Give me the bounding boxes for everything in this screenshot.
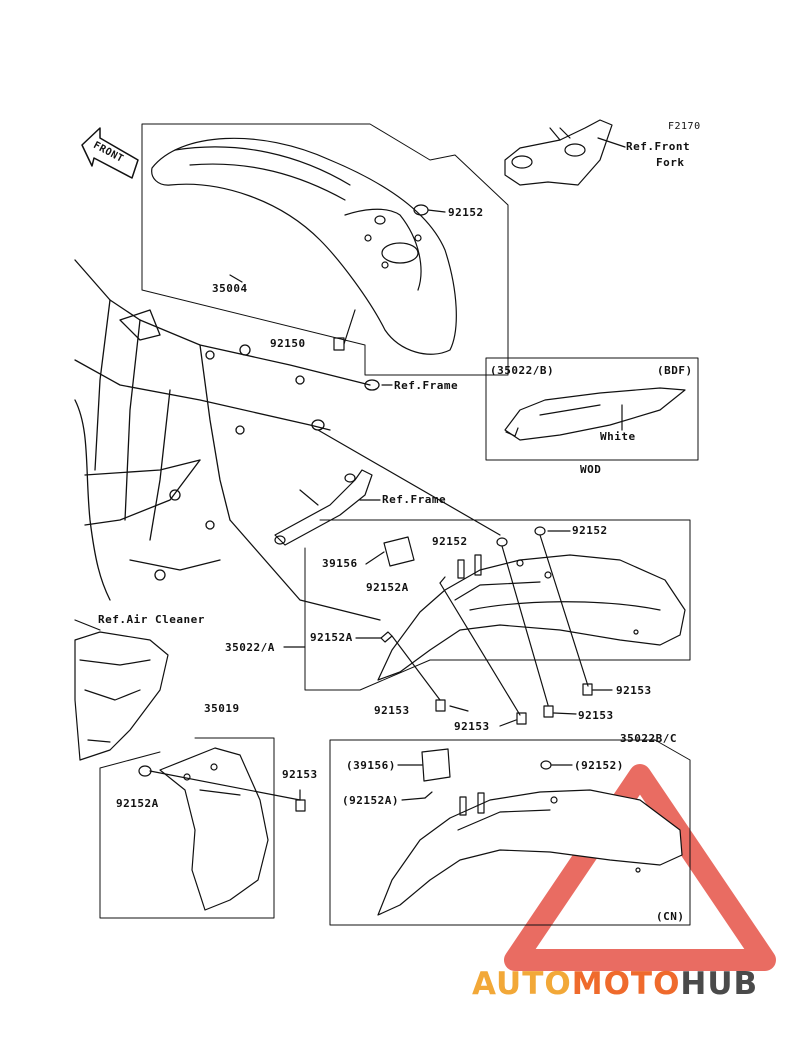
label-inset-bdf: (BDF) bbox=[657, 364, 693, 377]
watermark-triangle-icon bbox=[504, 764, 776, 971]
label-92152-paren: (92152) bbox=[574, 759, 624, 772]
label-39156-paren: (39156) bbox=[346, 759, 396, 772]
label-35022BC: 35022B/C bbox=[620, 732, 677, 745]
label-92152A-paren: (92152A) bbox=[342, 794, 399, 807]
bolt-92153-3-icon bbox=[543, 705, 554, 718]
label-35019: 35019 bbox=[204, 702, 240, 715]
label-92153-4: 92153 bbox=[616, 684, 652, 697]
label-92152-b: 92152 bbox=[572, 524, 608, 537]
label-ref-air-cleaner: Ref.Air Cleaner bbox=[98, 613, 205, 626]
label-92152A-1: 92152A bbox=[366, 581, 409, 594]
figure-code: F2170 bbox=[668, 121, 701, 132]
label-ref-frame-2: Ref.Frame bbox=[382, 493, 447, 506]
mudflap-35019 bbox=[159, 747, 269, 911]
label-35004: 35004 bbox=[212, 282, 248, 295]
logo-part-2: MOTO bbox=[571, 966, 681, 1002]
front-fender-35004 bbox=[151, 137, 457, 355]
label-92152A-2: 92152A bbox=[310, 631, 353, 644]
rear-fender-35022bc bbox=[377, 789, 683, 916]
label-35022A: 35022/A bbox=[225, 641, 275, 654]
label-92152A-3: 92152A bbox=[116, 797, 159, 810]
air-cleaner-icon bbox=[74, 619, 169, 761]
label-ref-frame-1: Ref.Frame bbox=[394, 379, 459, 392]
label-inset-white: White bbox=[600, 430, 636, 443]
label-inset-part: (35022/B) bbox=[490, 364, 555, 377]
rear-fender-35022a bbox=[377, 554, 686, 681]
reflector-39156-b-icon bbox=[421, 748, 451, 782]
washer-92152-a-icon bbox=[496, 537, 508, 547]
label-92153-3: 92153 bbox=[578, 709, 614, 722]
washer-92152-paren-icon bbox=[540, 760, 552, 770]
reflector-39156-icon bbox=[383, 536, 415, 567]
bolt-92153-5-icon bbox=[295, 799, 306, 812]
label-92150: 92150 bbox=[270, 337, 306, 350]
label-92153-5: 92153 bbox=[282, 768, 318, 781]
logo-part-1: AUTO bbox=[472, 966, 572, 1002]
bolt-92153-2-icon bbox=[516, 712, 527, 725]
label-ref-front-fork-1: Ref.Front bbox=[626, 140, 691, 153]
washer-92152A-3-icon bbox=[138, 765, 152, 777]
label-ref-front-fork-2: Fork bbox=[656, 156, 685, 169]
inset-fender-35022b bbox=[504, 387, 686, 441]
washer-92152-top-icon bbox=[413, 204, 429, 216]
bolt-92150-icon bbox=[333, 309, 356, 351]
label-92152-a: 92152 bbox=[432, 535, 468, 548]
logo-part-3: HUB bbox=[680, 966, 759, 1002]
rear-fender-bc-outline bbox=[329, 739, 691, 926]
clip-92152A-paren-icon bbox=[424, 791, 433, 799]
clip-92152A-2-icon bbox=[380, 631, 393, 643]
mudflap-box bbox=[99, 737, 275, 919]
front-fork-icon bbox=[504, 119, 626, 186]
rear-fender-a-outline bbox=[304, 519, 691, 691]
label-39156: 39156 bbox=[322, 557, 358, 570]
frame-bracket-icon bbox=[274, 469, 381, 546]
frame-icon bbox=[74, 259, 381, 621]
clip-92152A-1-icon bbox=[439, 576, 446, 584]
bolt-92153-4-icon bbox=[582, 683, 593, 696]
label-inset-wod: WOD bbox=[580, 463, 602, 476]
front-arrow-icon bbox=[81, 127, 139, 179]
label-cn: (CN) bbox=[656, 910, 685, 923]
inset-bdf-box bbox=[485, 357, 699, 461]
washer-92152-b-icon bbox=[534, 526, 546, 536]
label-92152-top: 92152 bbox=[448, 206, 484, 219]
label-92153-1: 92153 bbox=[374, 704, 410, 717]
label-92153-2: 92153 bbox=[454, 720, 490, 733]
fender-group-outline bbox=[141, 123, 509, 376]
bolt-92153-1-icon bbox=[435, 699, 446, 712]
automotohub-logo: AUTOMOTOHUB bbox=[472, 966, 758, 1002]
